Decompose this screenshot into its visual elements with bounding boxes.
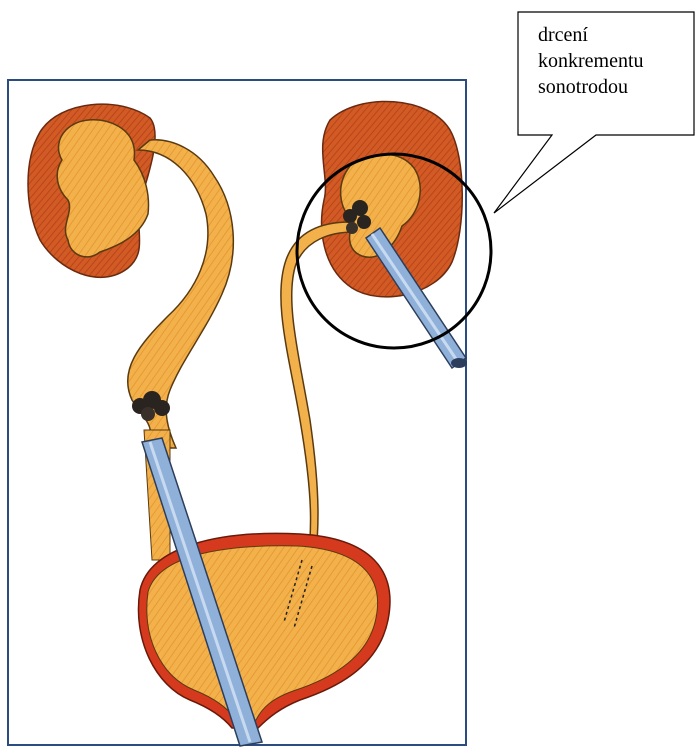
callout-line-1: drcení xyxy=(538,22,688,48)
callout-line-2: konkrementu xyxy=(538,48,688,74)
callout-line-3: sonotrodou xyxy=(538,74,688,100)
callout-text: drcení konkrementu sonotrodou xyxy=(538,22,688,100)
